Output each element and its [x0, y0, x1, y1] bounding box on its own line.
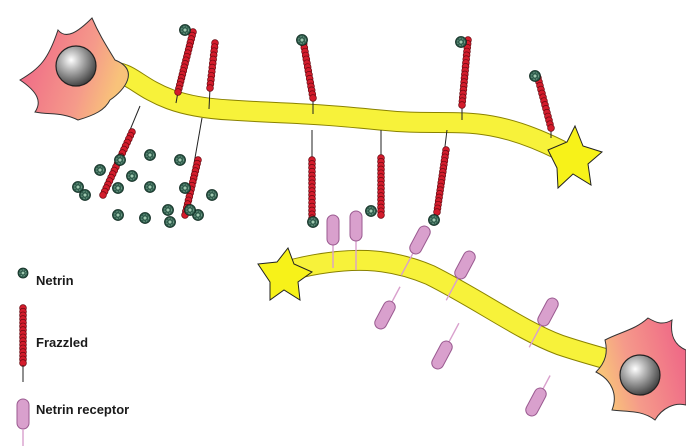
netrin-molecule [185, 205, 196, 216]
netrin-molecule [297, 35, 308, 46]
frazzled-chain [300, 37, 317, 114]
netrin-molecule [456, 37, 467, 48]
netrin-molecule [127, 171, 138, 182]
upper-nucleus [56, 46, 96, 86]
netrin-molecule [145, 150, 156, 161]
netrin-molecule [18, 268, 28, 278]
netrin-molecule [145, 182, 156, 193]
netrin-molecule [175, 155, 186, 166]
netrin-molecule [366, 206, 377, 217]
netrin-receptor [373, 284, 406, 331]
frazzled-chain [175, 29, 197, 103]
netrin-molecule [530, 71, 541, 82]
netrin-molecule [180, 183, 191, 194]
frazzled-chain [378, 130, 385, 218]
legend-netrin-label: Netrin [36, 273, 74, 288]
netrin-molecule [80, 190, 91, 201]
frazzled-chain [434, 130, 450, 215]
netrin-molecule [180, 25, 191, 36]
netrin-molecule [308, 217, 319, 228]
netrin-receptors [327, 211, 560, 418]
netrin-molecule [163, 205, 174, 216]
legend [17, 268, 29, 446]
legend-frazzled-label: Frazzled [36, 335, 88, 350]
netrin-molecule [207, 190, 218, 201]
lower-neuron [258, 248, 686, 420]
netrin-receptor [430, 320, 465, 371]
netrin-molecule [429, 215, 440, 226]
frazzled-chain [20, 305, 27, 367]
upper-growth-cone [548, 126, 602, 188]
legend-receptor-icon [17, 399, 29, 446]
lower-nucleus [620, 355, 660, 395]
netrin-molecule [115, 155, 126, 166]
netrin-receptor [524, 373, 556, 418]
frazzled-chain [309, 130, 316, 225]
netrin-molecule [113, 210, 124, 221]
netrin-molecule [95, 165, 106, 176]
netrin-molecule [140, 213, 151, 224]
frazzled-chain [182, 118, 202, 218]
frazzled-chain [459, 37, 472, 120]
netrin-molecule [113, 183, 124, 194]
legend-netrin-receptor-label: Netrin receptor [36, 402, 129, 417]
netrin-molecule [165, 217, 176, 228]
lower-growth-cone [258, 248, 312, 300]
